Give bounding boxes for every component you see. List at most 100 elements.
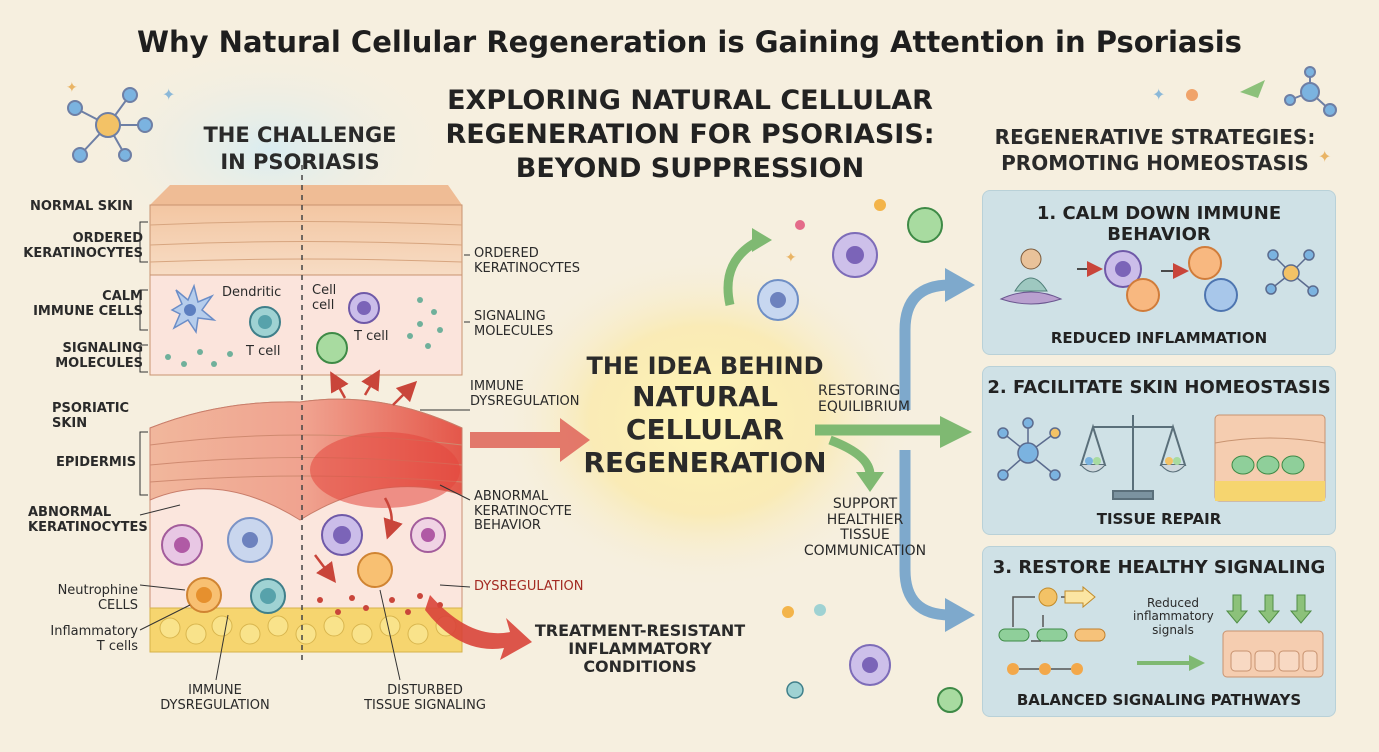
challenge-heading: THE CHALLENGE IN PSORIASIS — [170, 122, 430, 177]
label-line: ORDERED — [72, 231, 143, 246]
calm-immune-cells-label: CALM IMMUNE CELLS — [0, 289, 143, 319]
sparkle-icon-2: ✦ — [1318, 147, 1331, 166]
label-line: inflammatory — [1133, 609, 1214, 624]
neutrophine-cells-label: Neutrophine CELLS — [0, 583, 138, 613]
center-glow — [495, 250, 915, 590]
signaling-molecules-right-label: SIGNALING MOLECULES — [474, 309, 554, 339]
abnormal-keratinocyte-behavior-label: ABNORMAL KERATINOCYTE BEHAVIOR — [474, 489, 572, 534]
tissue-layer-icon — [1214, 414, 1326, 502]
panel-footer: REDUCED INFLAMMATION — [1050, 329, 1268, 347]
challenge-line: IN PSORIASIS — [220, 150, 380, 175]
panel-title: 1. CALM DOWN IMMUNE BEHAVIOR — [1036, 203, 1282, 245]
label-line: TISSUE — [840, 527, 890, 544]
label-line: ABNORMAL — [28, 505, 112, 520]
label-line: TREATMENT-RESISTANT — [534, 621, 746, 640]
t-cell-right-label: T cell — [354, 329, 389, 344]
t-cell-label: T cell — [246, 344, 281, 359]
subtitle-line: BEYOND SUPPRESSION — [515, 152, 865, 184]
molecule-top-right-icon — [1284, 66, 1337, 117]
panel-title: 3. RESTORE HEALTHY SIGNALING — [992, 557, 1326, 578]
dysregulation-label: DYSREGULATION — [474, 579, 584, 594]
label-line: IMMUNE — [188, 683, 242, 698]
hub-network-icon — [997, 417, 1061, 481]
label-line: Neutrophine — [57, 583, 138, 598]
label-line: CELLS — [97, 597, 138, 613]
label-line: KERATINOCYTES — [28, 519, 148, 535]
label-line: MOLECULES — [55, 355, 143, 371]
signaling-molecules-label: SIGNALING MOLECULES — [0, 341, 143, 371]
psoriatic-immune-cells — [161, 514, 446, 614]
label-line: ORDERED — [474, 246, 539, 261]
blue-arrow-down — [899, 450, 951, 621]
cytokine-dots — [317, 593, 443, 615]
label-line: ABNORMAL — [474, 489, 549, 504]
label-line: CONDITIONS — [583, 656, 697, 676]
ordered-keratinocytes-right-label: ORDERED KERATINOCYTES — [474, 246, 581, 276]
panel-title: 2. FACILITATE SKIN HOMEOSTASIS — [987, 377, 1331, 398]
sparkle-icon: ✦ — [1152, 85, 1165, 104]
label-line: MOLECULES — [474, 323, 554, 339]
heading-line: PROMOTING HOMEOSTASIS — [1001, 151, 1309, 175]
idea-line: REGENERATION — [583, 446, 827, 480]
label-line: KERATINOCYTES — [474, 260, 581, 276]
sparkle-icon-3: ✦ — [162, 85, 175, 104]
support-communication-label: SUPPORT HEALTHIER TISSUE COMMUNICATION — [790, 496, 940, 560]
signaling-dots — [165, 297, 443, 367]
restoring-equilibrium-label: RESTORING EQUILIBRIUM — [818, 383, 910, 415]
immune-dysregulation-top-label: IMMUNE DYSREGULATION — [470, 379, 579, 409]
panel-footer: BALANCED SIGNALING PATHWAYS — [1016, 691, 1302, 709]
network-icon — [1265, 249, 1319, 297]
dendritic-label: Dendritic — [222, 285, 282, 300]
cell-label: Cell cell — [312, 283, 336, 313]
molecule-top-left-icon — [67, 87, 153, 163]
label-line: Inflammatory — [50, 624, 138, 639]
label-line: SIGNALING — [474, 309, 546, 324]
blue-arrow-up — [899, 279, 951, 410]
immune-dysregulation-bottom-label: IMMUNE DYSREGULATION — [150, 683, 280, 713]
regenerative-strategies-heading: REGENERATIVE STRATEGIES: PROMOTING HOMEO… — [955, 124, 1355, 176]
inflammatory-t-cells-label: Inflammatory T cells — [0, 624, 138, 654]
label-brackets — [139, 221, 471, 681]
idea-line: CELLULAR — [625, 413, 785, 447]
normal-skin-block — [149, 165, 463, 380]
label-line: COMMUNICATION — [803, 543, 927, 560]
green-arrow-down — [828, 435, 875, 476]
inflammation-arrows — [314, 369, 418, 583]
subtitle-line: REGENERATION FOR PSORIASIS: — [445, 118, 935, 150]
label-line: CALM — [102, 289, 143, 304]
label-line: INFLAMMATORY — [568, 638, 712, 658]
label-line: HEALTHIER — [826, 511, 904, 528]
idea-line: NATURAL — [632, 380, 778, 414]
psoriatic-skin-label: PSORIATIC SKIN — [52, 401, 129, 431]
t-cell-green-icon — [316, 332, 348, 364]
label-line: SIGNALING — [62, 341, 143, 356]
idea-heading: THE IDEA BEHIND NATURAL CELLULAR REGENER… — [565, 352, 845, 479]
healthy-tissue-icon — [1222, 630, 1324, 678]
label-line: TISSUE SIGNALING — [364, 697, 486, 713]
sparkle-icon-4: ✦ — [785, 250, 797, 266]
label-line: cell — [312, 297, 335, 313]
dendritic-cell-icon — [170, 283, 217, 335]
label-line: IMMUNE — [470, 379, 524, 394]
ordered-keratinocytes-label: ORDERED KERATINOCYTES — [0, 231, 143, 261]
label-line: BEHAVIOR — [474, 518, 541, 534]
label-line: Reduced — [1146, 596, 1199, 610]
idea-line: THE IDEA BEHIND — [586, 352, 824, 380]
abnormal-keratinocytes-label: ABNORMAL KERATINOCYTES — [28, 505, 148, 535]
balance-scale-icon — [1079, 415, 1187, 500]
panel-footer: TISSUE REPAIR — [1096, 510, 1222, 528]
label-line: RESTORING — [818, 383, 901, 399]
subtitle-line: EXPLORING NATURAL CELLULAR — [447, 85, 933, 116]
label-line: KERATINOCYTES — [23, 245, 143, 261]
page-title: Why Natural Cellular Regeneration is Gai… — [137, 25, 1242, 59]
strategy-panel-2: 2. FACILITATE SKIN HOMEOSTASIS — [982, 366, 1336, 535]
normal-skin-label: NORMAL SKIN — [30, 199, 133, 214]
treatment-resistant-label: TREATMENT-RESISTANT INFLAMMATORY CONDITI… — [520, 622, 760, 676]
panel-1-illustration — [999, 246, 1319, 312]
label-line: EQUILIBRIUM — [818, 398, 910, 415]
red-arrow-to-treatment — [425, 595, 532, 660]
heading-line: REGENERATIVE STRATEGIES: — [994, 125, 1316, 149]
label-line: SUPPORT — [832, 496, 898, 512]
strategy-panel-3: 3. RESTORE HEALTHY SIGNALING — [982, 546, 1336, 717]
subtitle: EXPLORING NATURAL CELLULAR REGENERATION … — [430, 84, 950, 185]
